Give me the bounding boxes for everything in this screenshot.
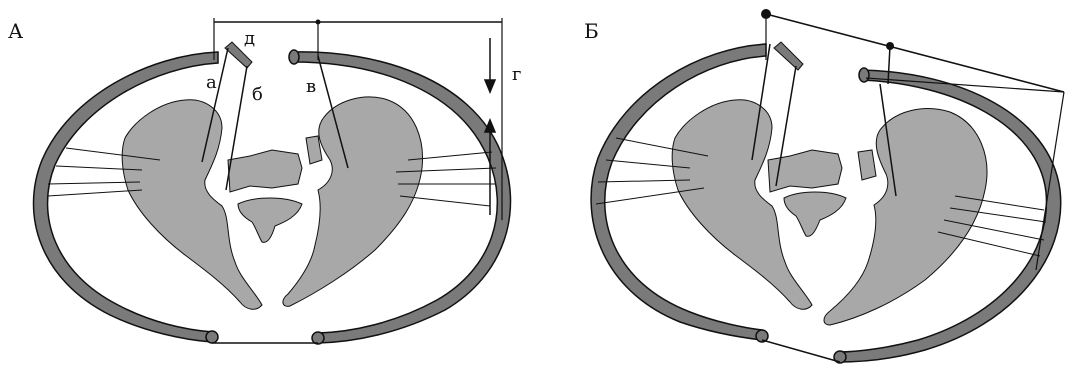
panel-b-right-ring-end — [858, 67, 870, 83]
panel-b-bar — [773, 41, 804, 71]
panel-b-threads — [751, 43, 897, 197]
panel-b-small-block — [857, 149, 877, 181]
point-label-g: г — [512, 64, 521, 85]
panel-a-threads — [201, 47, 349, 191]
panel-b-label: Б — [584, 19, 599, 43]
point-label-b: б — [252, 84, 263, 105]
panel-b: Б — [584, 9, 1065, 364]
panel-a-right-ring-end — [288, 49, 300, 65]
panel-a-bottom-right-end — [311, 331, 325, 345]
panel-a-left-bone — [121, 99, 263, 310]
panel-b-right-post — [1035, 91, 1065, 271]
panel-b-right-bottom-end — [833, 350, 847, 364]
panel-a-arrows — [483, 38, 497, 215]
panel-b-muscle-lines-right — [937, 195, 1047, 257]
panel-b-lower-piece — [783, 191, 847, 237]
panel-b-left-bottom-end — [755, 329, 769, 343]
panel-b-bottom-ligament — [761, 339, 841, 363]
panel-a-small-block — [305, 135, 323, 165]
panel-a: А д а б в г — [8, 18, 521, 345]
panel-a-mid-joint — [315, 19, 321, 25]
point-label-d: д — [244, 28, 255, 49]
panel-b-mid-pivot — [886, 42, 894, 50]
panel-b-top-bar — [765, 13, 1065, 93]
panel-a-label: А — [8, 19, 23, 43]
point-label-v: в — [306, 76, 316, 97]
panel-a-lower-piece — [237, 197, 303, 243]
panel-a-bar-d — [224, 41, 253, 69]
panel-a-muscle-lines-right — [395, 151, 497, 207]
panel-b-center-block — [767, 149, 843, 193]
panel-b-right-link — [865, 77, 1065, 93]
point-label-a: а — [206, 72, 217, 93]
panel-a-right-bone — [282, 96, 424, 307]
panel-b-left-bone — [671, 99, 813, 310]
panel-a-muscle-lines-left — [47, 147, 161, 197]
panel-a-bottom-left-end — [205, 330, 219, 344]
panel-b-right-bone — [823, 108, 988, 326]
panel-b-muscle-lines-left — [595, 137, 709, 205]
panel-a-center-block — [227, 149, 303, 193]
